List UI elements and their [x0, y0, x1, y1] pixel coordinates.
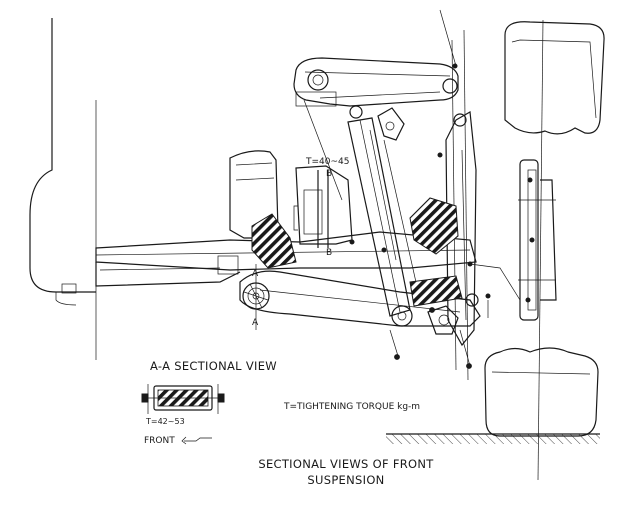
tie-rods — [389, 263, 521, 369]
section-a-bottom-label: A — [252, 318, 259, 328]
sectional-view-title: A-A SECTIONAL VIEW — [150, 359, 277, 373]
caption-line-2: SUSPENSION — [307, 473, 384, 487]
tire-upper — [504, 21, 605, 135]
wheel-hub — [518, 159, 557, 321]
steering-knuckle — [437, 111, 479, 347]
torque-upper-label: T=40~45 — [305, 157, 349, 167]
ground — [386, 433, 600, 444]
torque-lower-label: T=42~53 — [145, 417, 185, 426]
front-indicator: FRONT — [144, 436, 212, 446]
rubber-mounts — [251, 197, 463, 307]
body-outline — [29, 18, 96, 306]
section-b-bottom-label: B — [326, 248, 332, 258]
front-label: FRONT — [144, 436, 175, 446]
section-b-top-label: B — [326, 169, 332, 179]
upper-control-arm — [293, 9, 459, 119]
lower-control-arm — [239, 264, 481, 335]
torque-legend: T=TIGHTENING TORQUE kg-m — [283, 402, 420, 412]
front-arrow-icon — [181, 436, 212, 445]
sectional-view-inset: A-A SECTIONAL VIEW T=42~53 — [141, 359, 277, 426]
caption-line-1: SECTIONAL VIEWS OF FRONT — [258, 457, 434, 471]
section-a-top-label: A — [252, 269, 259, 279]
tire-lower — [484, 347, 599, 437]
